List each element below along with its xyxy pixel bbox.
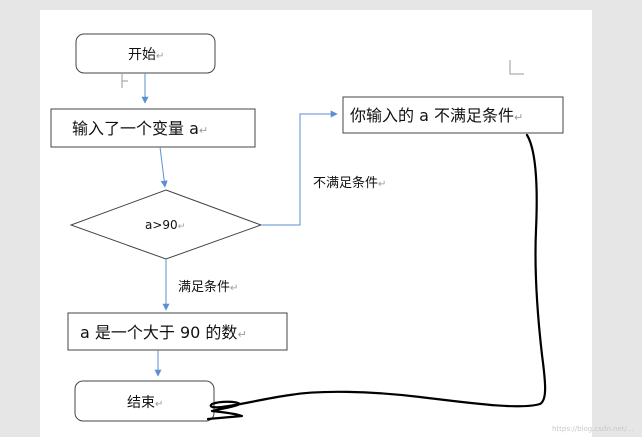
result-no-label: 你输入的 a 不满足条件↵ <box>350 106 523 125</box>
text-cursor-icon <box>121 74 128 88</box>
start-label: 开始↵ <box>128 47 164 63</box>
arrow-decision-to-no-result <box>261 110 338 226</box>
hand-drawn-connector <box>206 133 547 421</box>
result-yes-node[interactable] <box>67 312 288 351</box>
branch-yes-label: 满足条件↵ <box>178 279 238 295</box>
watermark: https://blog.csdn.net/... <box>552 425 634 433</box>
branch-no-label: 不满足条件↵ <box>313 175 386 191</box>
end-node[interactable] <box>74 380 215 422</box>
result-yes-label: a 是一个大于 90 的数↵ <box>80 323 247 342</box>
end-label: 结束↵ <box>127 395 163 411</box>
decision-label: a>90↵ <box>145 218 185 232</box>
input-label: 输入了一个变量 a↵ <box>72 119 208 138</box>
page-corner-mark <box>509 60 524 75</box>
arrow-input-to-decision <box>159 146 168 188</box>
input-node[interactable] <box>50 108 256 148</box>
result-no-node[interactable] <box>342 96 564 134</box>
